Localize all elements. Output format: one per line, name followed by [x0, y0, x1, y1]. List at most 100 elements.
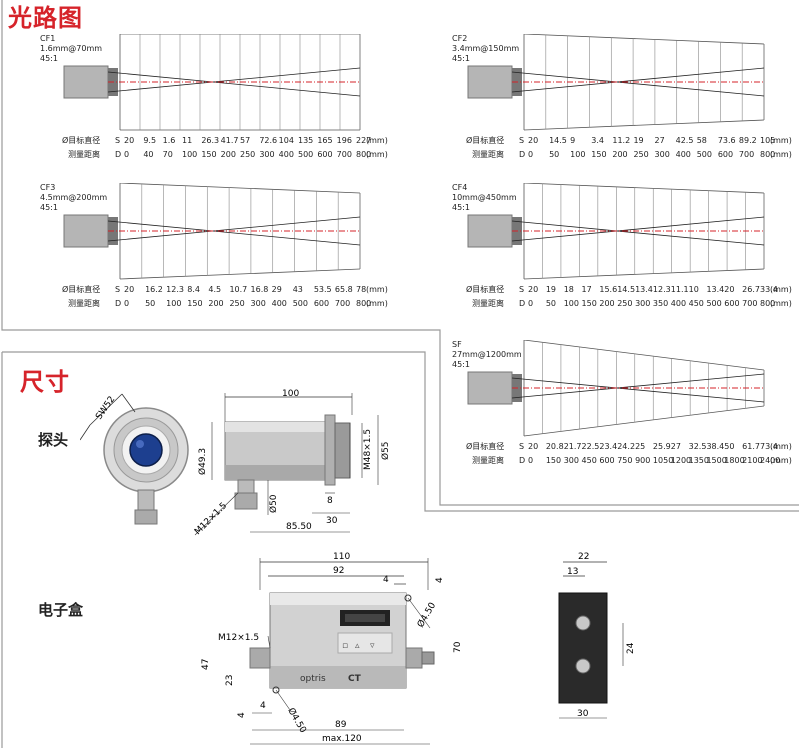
d-label: D	[519, 456, 526, 465]
distance-value: 400	[670, 299, 687, 308]
distance-value: 400	[278, 150, 294, 159]
spot-value: 20	[124, 136, 135, 145]
distance-value: 50	[545, 299, 557, 308]
spot-value: 12.3	[652, 285, 671, 294]
svg-text:85.50: 85.50	[286, 522, 312, 532]
spot-diameter-label: Ø目标直径	[62, 136, 101, 145]
spot-value: 11.1	[670, 285, 689, 294]
spot-value: 33.4	[760, 285, 778, 294]
unit-label-s: (mm)	[366, 285, 388, 294]
spot-value: 16.8	[250, 285, 269, 294]
spot-value: 105	[760, 136, 776, 145]
spot-value: 27	[670, 442, 681, 451]
svg-text:4: 4	[260, 701, 266, 711]
distance-value: 150	[591, 150, 607, 159]
svg-text:30: 30	[326, 516, 338, 526]
s-label: S	[519, 136, 525, 145]
spot-value: 57	[240, 136, 251, 145]
optical-path-title: 光路图	[8, 4, 83, 32]
distance-value: 150	[581, 299, 597, 308]
distance-label: 测量距离	[472, 299, 504, 308]
svg-text:Ø4.50: Ø4.50	[285, 706, 308, 735]
d-label: D	[115, 299, 122, 308]
spot-value: 4.5	[208, 285, 222, 294]
distance-value: 400	[271, 299, 287, 308]
svg-text:max.120: max.120	[322, 734, 362, 744]
distance-value: 300	[635, 299, 651, 308]
s-label: S	[115, 285, 121, 294]
electronics-box-side-view: 22 13 24 30	[558, 552, 636, 719]
distance-value: 500	[706, 299, 722, 308]
distance-value: 750	[617, 456, 633, 465]
spot-value: 19	[545, 285, 557, 294]
svg-text:Ø49.3: Ø49.3	[197, 448, 208, 475]
spot-value: 20	[528, 136, 539, 145]
spot-value: 89.2	[738, 136, 757, 145]
distance-label: 测量距离	[68, 150, 100, 159]
optics-spec: 1.6mm@70mm	[40, 44, 103, 53]
spot-value: 24.2	[617, 442, 636, 451]
spot-diameter-label: Ø目标直径	[466, 442, 505, 451]
distance-value: 800	[356, 150, 372, 159]
distance-value: 200	[220, 150, 236, 159]
svg-text:23: 23	[225, 675, 235, 686]
distance-value: 800	[760, 150, 776, 159]
distance-value: 0	[528, 456, 534, 465]
distance-value: 600	[313, 299, 330, 308]
beam-line	[107, 67, 361, 93]
distance-value: 50	[145, 299, 156, 308]
spot-value: 3.4	[591, 136, 604, 145]
distance-value: 1050	[652, 456, 674, 465]
svg-text:Ø55: Ø55	[380, 441, 391, 460]
distance-value: 1500	[706, 456, 727, 465]
spot-value: 26.7	[742, 285, 760, 294]
spot-value: 16.2	[145, 285, 163, 294]
side-hole-top	[575, 615, 591, 631]
spot-value: 43	[292, 285, 303, 294]
distance-value: 1800	[724, 456, 745, 465]
d-label: D	[519, 299, 526, 308]
optics-spec: 10mm@450mm	[452, 193, 517, 202]
unit-label-s: (mm)	[770, 285, 792, 294]
spot-value: 41.7	[220, 136, 239, 145]
probe-label: 探头	[38, 431, 69, 449]
brand-text: optris	[300, 674, 326, 684]
spot-value: 22.5	[581, 442, 600, 451]
optics-spec: 3.4mm@150mm	[452, 44, 520, 53]
spot-value: 27	[654, 136, 665, 145]
spot-value: 15.6	[599, 285, 618, 294]
spot-value: 78	[356, 285, 367, 294]
distance-value: 700	[334, 299, 351, 308]
svg-text:70: 70	[453, 641, 463, 653]
optics-name: CF4	[452, 183, 468, 192]
spot-value: 10.7	[229, 285, 248, 294]
unit-label-s: (mm)	[770, 136, 792, 145]
distance-value: 600	[724, 299, 740, 308]
distance-value: 350	[652, 299, 669, 308]
distance-value: 200	[599, 299, 615, 308]
distance-value: 150	[545, 456, 562, 465]
distance-value: 900	[635, 456, 651, 465]
beam-line	[511, 71, 765, 97]
spot-diameter-label: Ø目标直径	[466, 285, 505, 294]
spot-value: 104	[278, 136, 294, 145]
probe-nut	[324, 414, 336, 486]
beam-outline	[523, 34, 765, 45]
optics-name: CF3	[40, 183, 56, 192]
distance-value: 100	[182, 150, 198, 159]
spot-value: 23.4	[599, 442, 618, 451]
spot-diameter-label: Ø目标直径	[466, 136, 505, 145]
spot-value: 18	[563, 285, 574, 294]
model-text: CT	[348, 674, 362, 684]
spot-value: 53.5	[313, 285, 332, 294]
spot-value: 20	[724, 285, 735, 294]
distance-value: 70	[162, 150, 173, 159]
probe-lens	[129, 433, 163, 467]
distance-value: 450	[688, 299, 704, 308]
optics-spec: 27mm@1200mm	[452, 350, 522, 359]
spot-value: 72.6	[259, 136, 278, 145]
distance-value: 300	[563, 456, 579, 465]
probe-front-view: SW52	[80, 393, 189, 525]
spot-value: 227	[356, 136, 372, 145]
s-label: S	[519, 285, 525, 294]
